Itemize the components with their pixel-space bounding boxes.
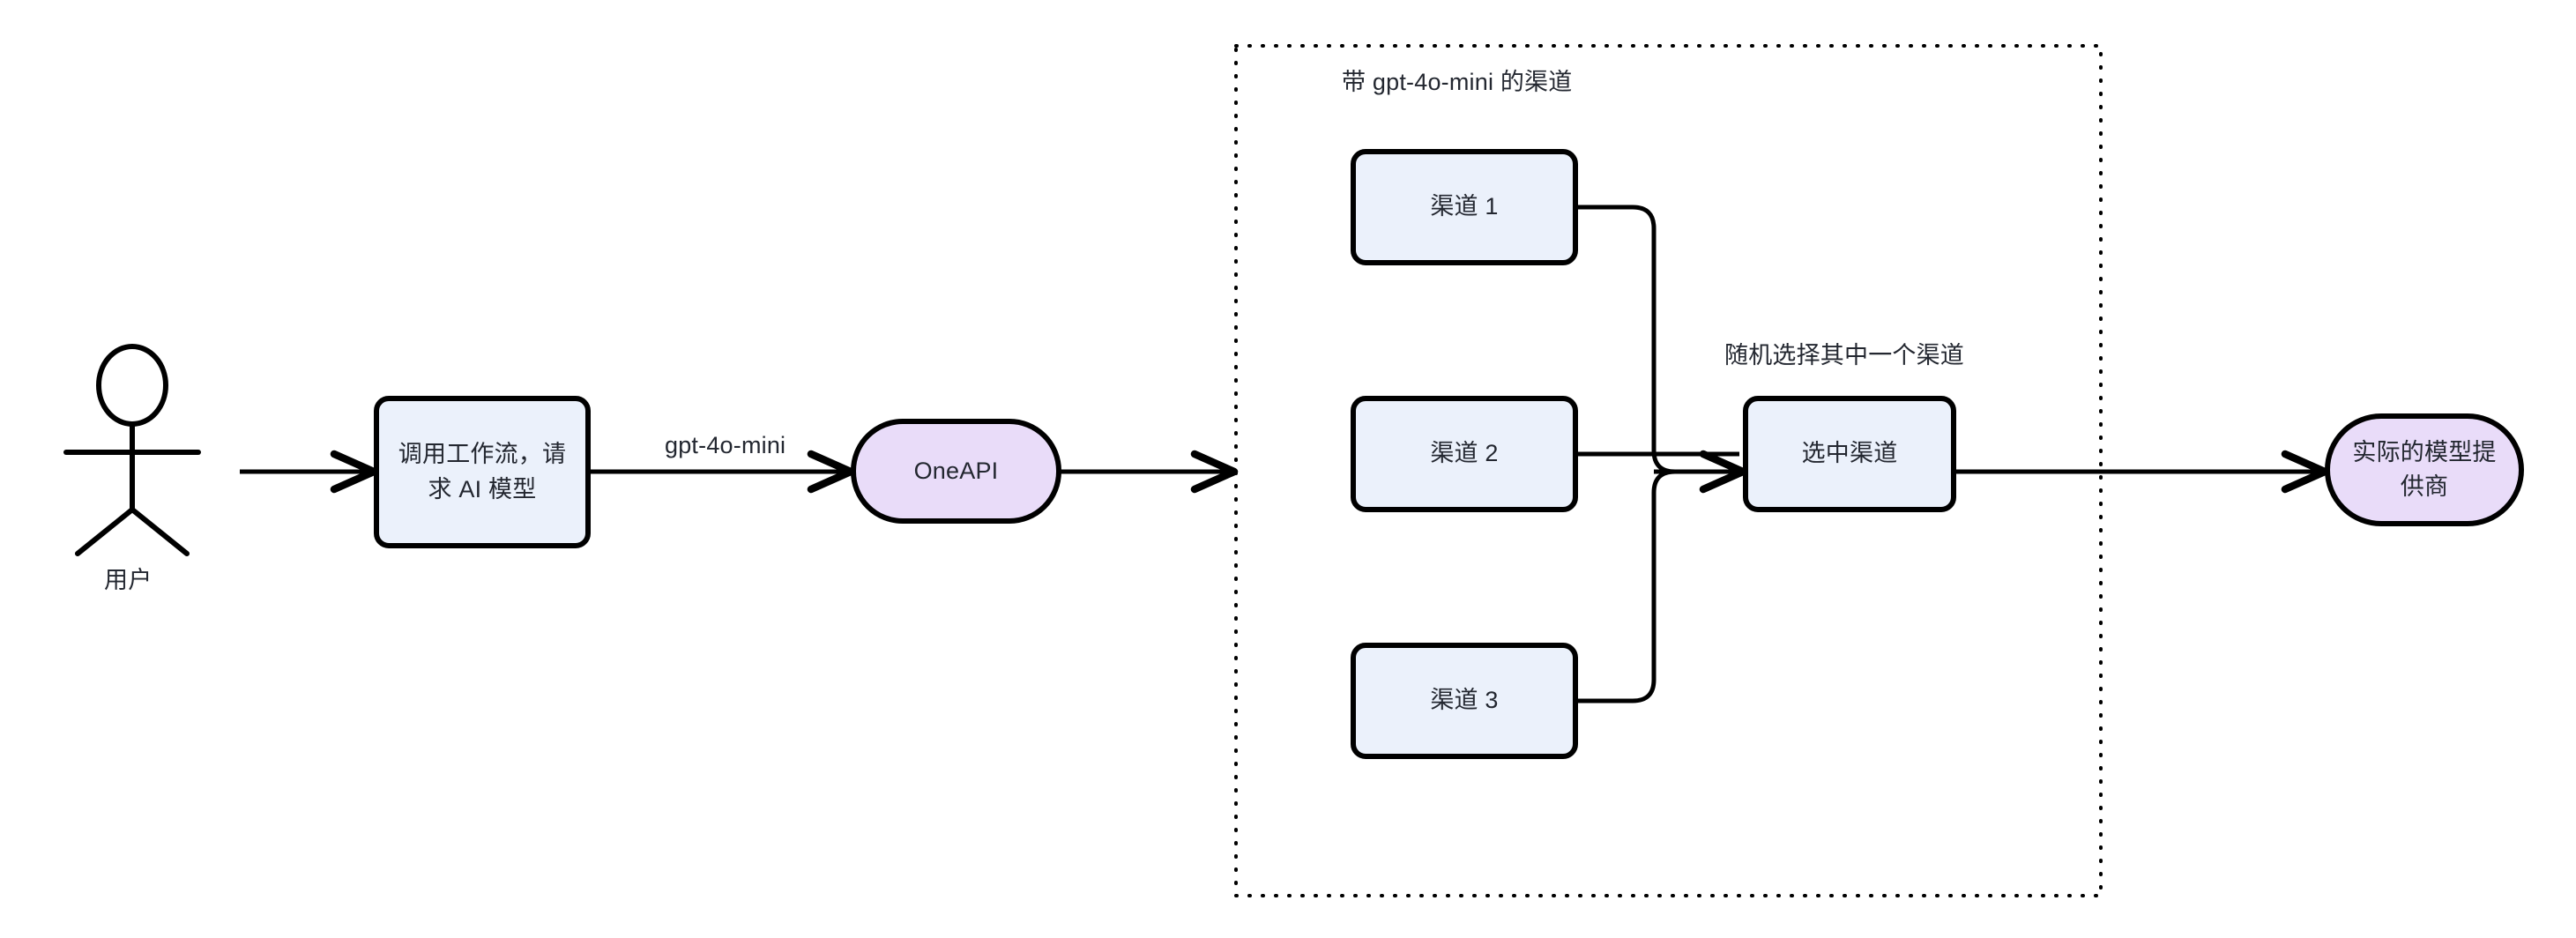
edge-label-gpt-4o-mini: gpt-4o-mini: [659, 432, 792, 459]
actor-right-leg-line: [130, 507, 190, 556]
node-selected-shape[interactable]: [1743, 396, 1956, 512]
edge-channel3-to-selected: [1575, 469, 1739, 704]
actor-head-icon: [96, 344, 168, 427]
node-oneapi-shape[interactable]: [851, 419, 1061, 524]
node-channel1-shape[interactable]: [1351, 149, 1578, 265]
actor-user-label: 用户: [104, 567, 153, 593]
edge-label-random-channel: 随机选择其中一个渠道: [1724, 342, 1964, 368]
actor-left-leg-line: [75, 507, 135, 556]
node-workflow-shape[interactable]: [374, 396, 591, 548]
edge-channel1-to-selected: [1575, 205, 1739, 474]
actor-user-figure: [63, 344, 201, 556]
node-channel2-shape[interactable]: [1351, 396, 1578, 512]
node-provider-shape[interactable]: [2325, 413, 2524, 526]
node-channel3-shape[interactable]: [1351, 643, 1578, 759]
channel-group-title: 带 gpt-4o-mini 的渠道: [1342, 69, 1573, 95]
